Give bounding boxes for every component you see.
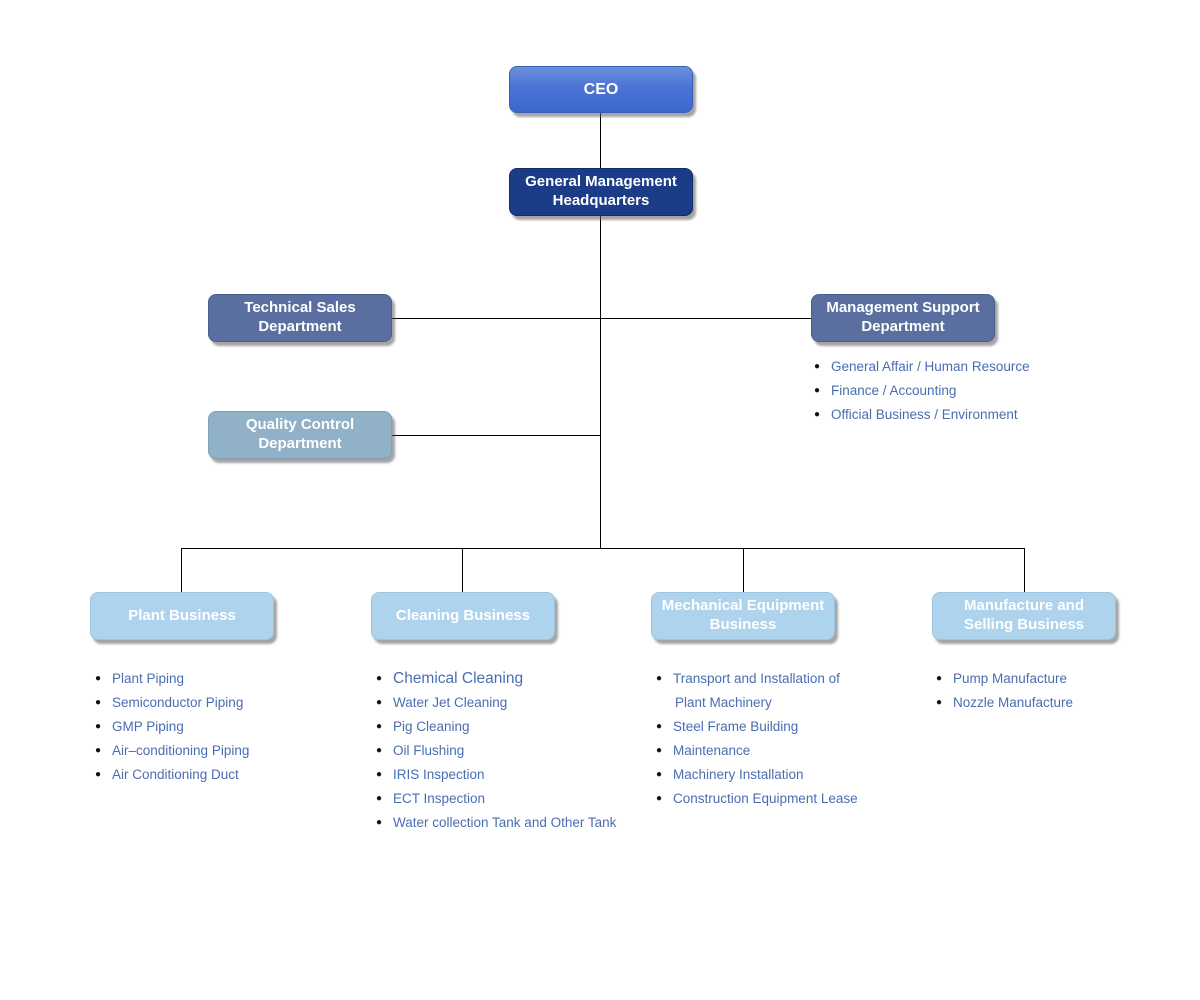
- management-support-list: ●General Affair / Human Resource ●Financ…: [814, 355, 1030, 427]
- bullet-icon: ●: [376, 673, 383, 684]
- connector-departments: [392, 318, 811, 319]
- list-item: ●Oil Flushing: [376, 739, 616, 763]
- manufacture-and-selling-business-box: Manufacture and Selling Business: [932, 592, 1116, 640]
- cleaning-business-list: ●Chemical Cleaning ●Water Jet Cleaning ●…: [376, 667, 616, 835]
- list-item: ●Construction Equipment Lease: [656, 787, 858, 811]
- list-item: ●Water collection Tank and Other Tank: [376, 811, 616, 835]
- list-item: ●IRIS Inspection: [376, 763, 616, 787]
- quality-control-department-box: Quality Control Department: [208, 411, 392, 459]
- bullet-icon: ●: [95, 745, 102, 756]
- bullet-icon: ●: [95, 721, 102, 732]
- bullet-icon: ●: [95, 769, 102, 780]
- technical-sales-label: Technical Sales Department: [244, 299, 356, 335]
- list-item: ●General Affair / Human Resource: [814, 355, 1030, 379]
- list-item: ●Chemical Cleaning: [376, 667, 616, 691]
- connector-drop-plant: [181, 548, 182, 592]
- plant-business-box: Plant Business: [90, 592, 274, 640]
- management-support-department-box: Management Support Department: [811, 294, 995, 342]
- connector-quality-control: [392, 435, 600, 436]
- bullet-icon: ●: [656, 721, 663, 732]
- bullet-icon: ●: [376, 769, 383, 780]
- list-item: ●Pig Cleaning: [376, 715, 616, 739]
- bullet-icon: ●: [95, 697, 102, 708]
- ceo-box: CEO: [509, 66, 693, 113]
- bullet-icon: ●: [656, 769, 663, 780]
- list-item: ●Finance / Accounting: [814, 379, 1030, 403]
- list-item: ●Maintenance: [656, 739, 858, 763]
- plant-business-list: ●Plant Piping ●Semiconductor Piping ●GMP…: [95, 667, 249, 787]
- bullet-icon: ●: [376, 721, 383, 732]
- list-item: ●Air–conditioning Piping: [95, 739, 249, 763]
- general-management-headquarters-box: General Management Headquarters: [509, 168, 693, 216]
- cleaning-business-box: Cleaning Business: [371, 592, 555, 640]
- list-item: ●Pump Manufacture: [936, 667, 1073, 691]
- management-support-label: Management Support Department: [826, 299, 980, 335]
- manufacture-and-selling-business-label: Manufacture and Selling Business: [963, 597, 1085, 633]
- connector-drop-manufacture: [1024, 548, 1025, 592]
- list-item: ●Official Business / Environment: [814, 403, 1030, 427]
- bullet-icon: ●: [936, 697, 943, 708]
- quality-control-label: Quality Control Department: [245, 416, 355, 452]
- list-item: ●Nozzle Manufacture: [936, 691, 1073, 715]
- bullet-icon: ●: [376, 793, 383, 804]
- technical-sales-department-box: Technical Sales Department: [208, 294, 392, 342]
- bullet-icon: ●: [814, 361, 821, 372]
- bullet-icon: ●: [376, 817, 383, 828]
- headquarters-label: General Management Headquarters: [525, 173, 677, 209]
- cleaning-business-label: Cleaning Business: [395, 606, 531, 624]
- manufacture-and-selling-business-list: ●Pump Manufacture ●Nozzle Manufacture: [936, 667, 1073, 715]
- list-item: ●Machinery Installation: [656, 763, 858, 787]
- connector-hq-trunk: [600, 216, 601, 548]
- bullet-icon: ●: [814, 385, 821, 396]
- bullet-icon: ●: [376, 697, 383, 708]
- mechanical-equipment-business-box: Mechanical Equipment Business: [651, 592, 835, 640]
- bullet-icon: ●: [656, 673, 663, 684]
- list-item: ●ECT Inspection: [376, 787, 616, 811]
- bullet-icon: ●: [656, 793, 663, 804]
- bullet-icon: ●: [814, 409, 821, 420]
- bullet-icon: ●: [376, 745, 383, 756]
- bullet-icon: ●: [936, 673, 943, 684]
- list-item: ●GMP Piping: [95, 715, 249, 739]
- connector-drop-cleaning: [462, 548, 463, 592]
- list-item: ●Water Jet Cleaning: [376, 691, 616, 715]
- ceo-label: CEO: [583, 80, 619, 98]
- list-item: ●Steel Frame Building: [656, 715, 858, 739]
- list-item: ●Air Conditioning Duct: [95, 763, 249, 787]
- connector-ceo-to-hq: [600, 113, 601, 168]
- connector-divisions-bus: [181, 548, 1024, 549]
- list-item: ●Semiconductor Piping: [95, 691, 249, 715]
- bullet-icon: ●: [656, 745, 663, 756]
- bullet-icon: ●: [95, 673, 102, 684]
- list-item: ●Plant Piping: [95, 667, 249, 691]
- plant-business-label: Plant Business: [128, 606, 236, 624]
- connector-drop-mechanical: [743, 548, 744, 592]
- mechanical-equipment-business-label: Mechanical Equipment Business: [661, 597, 825, 633]
